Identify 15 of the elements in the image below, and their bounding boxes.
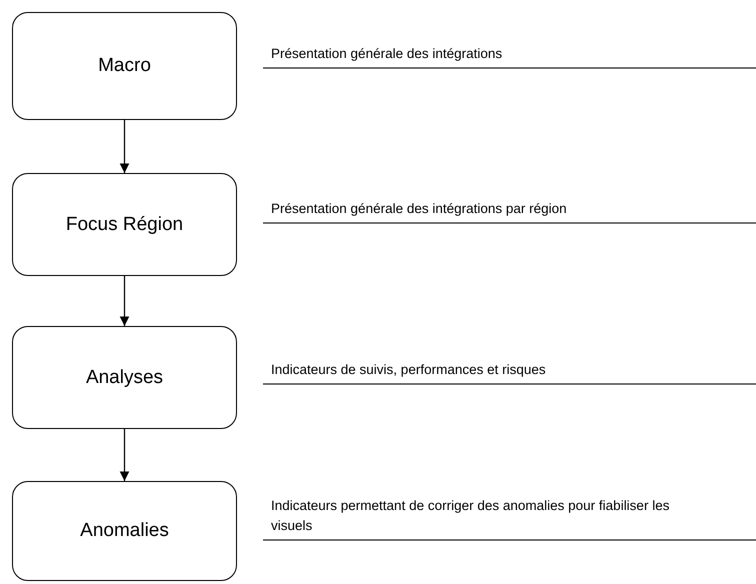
- arrow: [120, 429, 130, 481]
- arrow: [120, 276, 130, 326]
- description-text: Indicateurs permettant de corriger des anomalies pour fiabiliser les visuels: [271, 497, 670, 535]
- box-label: Anomalies: [80, 520, 169, 542]
- box-label: Focus Région: [66, 214, 184, 236]
- process-box: [12, 481, 237, 581]
- process-box: [12, 12, 237, 120]
- description-text: Présentation générale des intégrations: [271, 45, 504, 63]
- description-text: Indicateurs de suivis, performances et risques: [271, 361, 547, 379]
- process-box: [12, 173, 237, 276]
- process-box: [12, 326, 237, 429]
- description-text: Présentation générale des intégrations par région: [271, 200, 568, 218]
- arrow: [120, 120, 130, 173]
- box-label: Macro: [98, 55, 151, 77]
- box-label: Analyses: [86, 366, 164, 388]
